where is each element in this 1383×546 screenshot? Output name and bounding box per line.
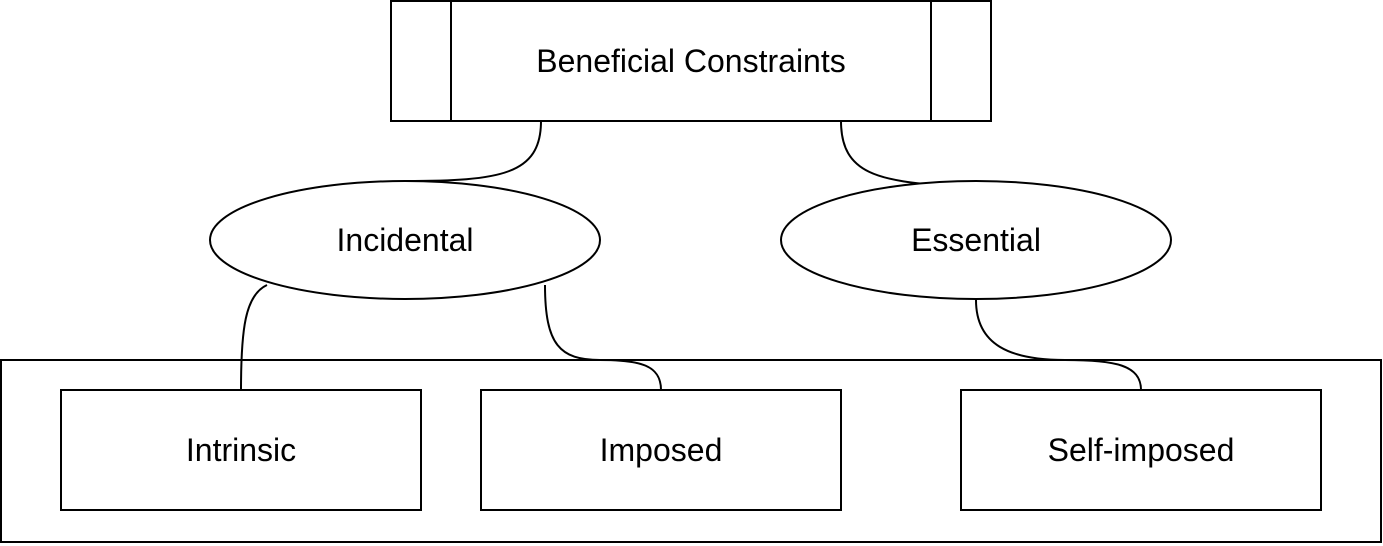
root-node[interactable]: Beneficial Constraints: [390, 0, 992, 122]
category-ellipse-incidental: [209, 180, 601, 300]
leaf-node-intrinsic[interactable]: Intrinsic: [60, 389, 422, 511]
leaf-label-intrinsic: Intrinsic: [186, 432, 296, 468]
leaf-box-self-imposed: [960, 389, 1322, 511]
connector-incidental-imposed: [544, 284, 662, 391]
category-node-essential[interactable]: Essential: [780, 180, 1172, 300]
leaf-box-imposed: [480, 389, 842, 511]
connector-essential-self-imposed: [975, 299, 1142, 391]
connector-incidental-intrinsic: [240, 284, 268, 391]
category-node-incidental[interactable]: Incidental: [209, 180, 601, 300]
root-node-box: [390, 0, 992, 122]
connector-root-essential: [840, 120, 951, 187]
leaf-label-imposed: Imposed: [600, 432, 723, 468]
category-label-incidental: Incidental: [337, 222, 474, 258]
leaf-node-self-imposed[interactable]: Self-imposed: [960, 389, 1322, 511]
root-node-label: Beneficial Constraints: [536, 43, 845, 79]
leaf-label-self-imposed: Self-imposed: [1048, 432, 1235, 468]
category-label-essential: Essential: [911, 222, 1041, 258]
leaf-box-intrinsic: [60, 389, 422, 511]
category-ellipse-essential: [780, 180, 1172, 300]
leaf-node-imposed[interactable]: Imposed: [480, 389, 842, 511]
connector-root-incidental: [404, 120, 542, 182]
